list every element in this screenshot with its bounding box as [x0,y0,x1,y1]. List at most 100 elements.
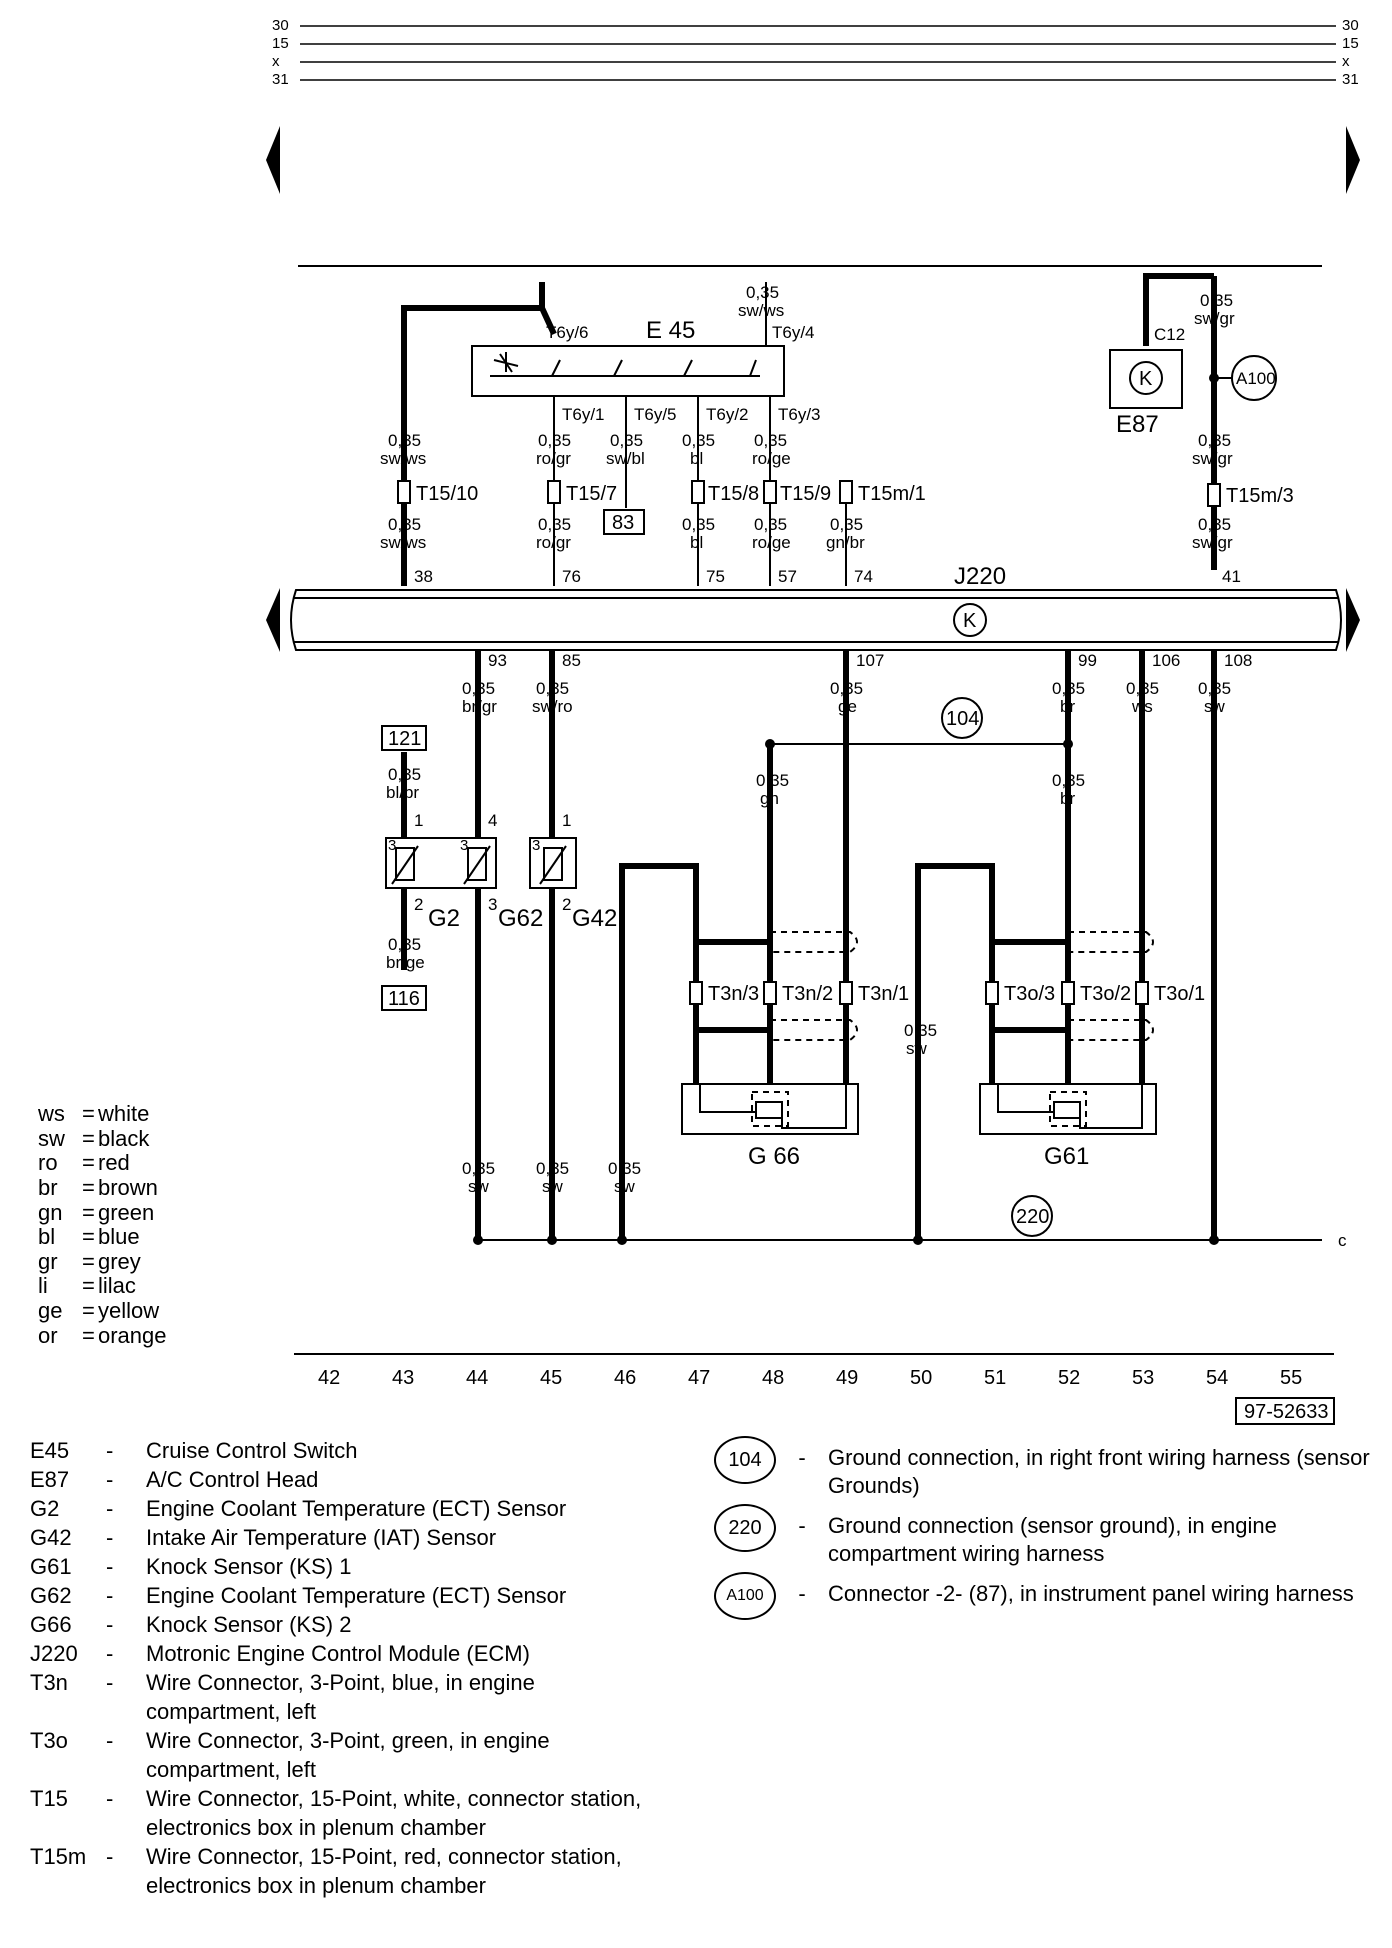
wire-size-label: 0,35 [536,1159,569,1178]
wire-size-label: 0,35 [388,431,421,450]
dash: - [798,1513,806,1538]
ground-description: Connector -2- (87), in instrument panel … [828,1581,1354,1606]
legend-row: 220 - Ground connection (sensor ground),… [714,1504,1374,1568]
k-symbol-icon [1129,361,1163,395]
wire-color-label: bl/br [386,783,419,802]
ref-83-label: 83 [612,512,634,534]
component-code: E87 [30,1467,70,1492]
wire-color-label: bl [690,533,703,552]
component-description: A/C Control Head [146,1467,319,1492]
legend-row: br=brown [38,1174,167,1201]
junction-dot [913,1235,923,1245]
color-code: gn [38,1199,63,1225]
dash: - [106,1525,114,1550]
legend-row: G42-Intake Air Temperature (IAT) Sensor [30,1523,670,1552]
component-code: T3o [30,1728,68,1753]
component-code: G62 [30,1583,72,1608]
pin-label: 3 [532,837,540,854]
legend-row: G2-Engine Coolant Temperature (ECT) Sens… [30,1494,670,1523]
component-description: Engine Coolant Temperature (ECT) Sensor [146,1583,567,1608]
wire-size-label: 0,35 [754,515,787,534]
e45-in-color: sw/ws [738,301,784,320]
g61-label: G61 [1044,1143,1089,1170]
color-code: li [38,1273,48,1299]
shield-dash [770,1019,858,1041]
e45-cruise-control-switch: E 45 [471,317,785,397]
component-legend: E45-Cruise Control Switch E87-A/C Contro… [30,1436,670,1900]
component-description: Cruise Control Switch [146,1438,358,1463]
wire-color-label: ro/ge [752,449,791,468]
ecm-pin-label: 38 [414,567,433,586]
ground-220-label: 220 [1016,1206,1049,1228]
color-name: white [98,1101,150,1126]
track-number: 50 [910,1367,932,1389]
wire-size-label: 0,35 [1052,771,1085,790]
bus-label-31-left: 31 [272,71,289,88]
t3n-pin-label: T3n/2 [782,983,833,1005]
connector-row [397,480,1221,507]
component-code: G66 [30,1612,72,1637]
wire-size-label: 0,35 [1126,679,1159,698]
connector-label: T15/8 [708,483,759,505]
wire-color-label: gn [760,789,779,808]
track-number: 45 [540,1367,562,1389]
wire-size-label: 0,35 [388,765,421,784]
color-name: yellow [98,1298,160,1323]
wire-size-label: 0,35 [830,515,863,534]
legend-row: gn=green [38,1199,167,1226]
component-code: T3n [30,1670,68,1695]
a100-label: A100 [1236,369,1276,388]
dash: - [106,1438,114,1463]
ecm-out-pin: 106 [1152,651,1180,670]
component-code: J220 [30,1641,78,1666]
legend-row: T3n-Wire Connector, 3-Point, blue, in en… [30,1668,670,1726]
pin-label: 4 [488,811,497,830]
equals-sign: = [82,1199,95,1225]
ecm-out-pin: 93 [488,651,507,670]
track-number: 48 [762,1367,784,1389]
j220-k-label: K [963,610,977,632]
ground-description: Ground connection (sensor ground), in en… [828,1513,1277,1566]
component-code: G61 [30,1554,72,1579]
track-number: 53 [1132,1367,1154,1389]
color-name: brown [98,1174,158,1200]
wire-size-label: 0,35 [682,431,715,450]
t3o-pin-label: T3o/2 [1080,983,1131,1005]
ground-end-label: c [1338,1231,1347,1250]
prev-page-arrow-icon [266,126,280,194]
ground-legend: 104 - Ground connection, in right front … [714,1436,1374,1624]
legend-row: T3o-Wire Connector, 3-Point, green, in e… [30,1726,670,1784]
g62-label: G62 [498,905,543,932]
legend-row: A100 - Connector -2- (87), in instrument… [714,1572,1374,1620]
legend-row: li=lilac [38,1274,167,1299]
legend-row: bl=blue [38,1224,167,1250]
e45-label: E 45 [646,317,695,344]
connector-label: T15m/3 [1226,485,1294,507]
next-page-arrow-icon [1346,588,1360,652]
wire-color-label: sw/gr [1192,533,1233,552]
equals-sign: = [82,1224,95,1250]
wire-color-label: ro/gr [536,533,571,552]
feed-wire [401,282,557,425]
dash: - [106,1728,114,1753]
ground-220-symbol: 220 [714,1504,776,1552]
legend-row: T15m-Wire Connector, 15-Point, red, conn… [30,1842,670,1900]
connector-label: T15/10 [416,483,478,505]
equals-sign: = [82,1248,95,1274]
g61-knock-sensor: G61 [979,1083,1157,1170]
ref-121-label: 121 [388,728,421,750]
dash: - [106,1641,114,1666]
bus-label-x-left: x [272,53,280,70]
color-code: ws [38,1101,65,1126]
wire-color-label: gn/br [826,533,865,552]
wire-color-label: br [1060,789,1075,808]
dash: - [106,1496,114,1521]
junction-dot [617,1235,627,1245]
component-description: Engine Coolant Temperature (ECT) Sensor [146,1496,567,1521]
component-description: Knock Sensor (KS) 2 [146,1612,352,1637]
g42-label: G42 [572,905,617,932]
ecm-out-pin: 107 [856,651,884,670]
junction-dot [1209,1235,1219,1245]
wire-size-label: 0,35 [608,1159,641,1178]
legend-row: gr=grey [38,1248,167,1275]
